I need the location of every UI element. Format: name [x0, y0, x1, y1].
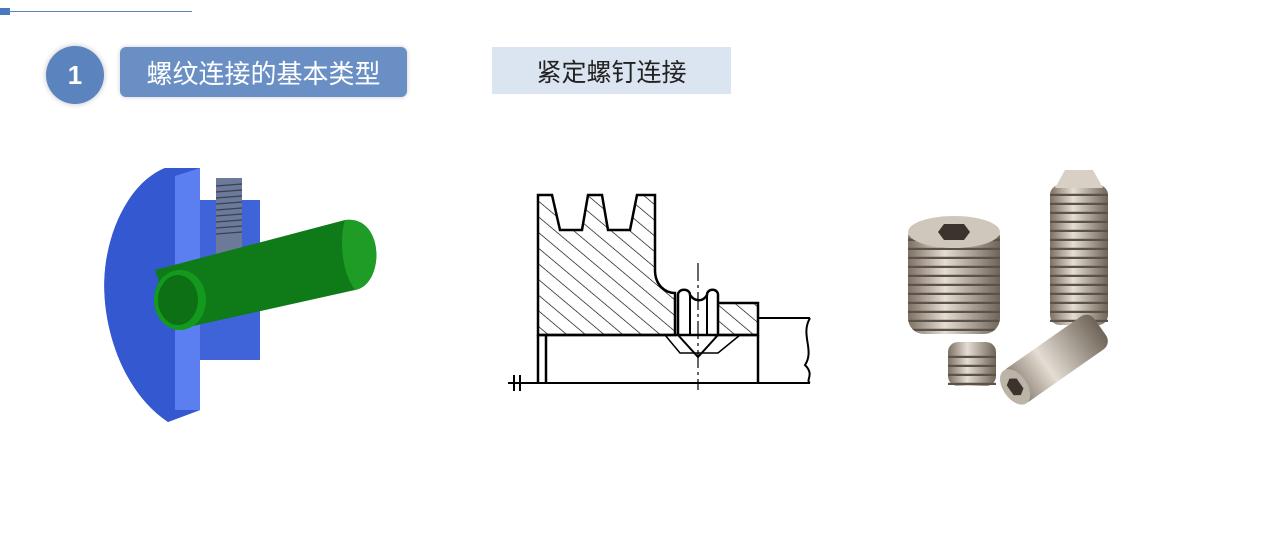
header-underline: [8, 11, 192, 12]
header-marker: [0, 8, 10, 15]
set-screws-photo: [908, 170, 1108, 405]
technical-drawing-image: [508, 193, 811, 391]
3d-model-image: [104, 168, 377, 422]
section-number-badge: 1: [46, 46, 104, 104]
subtitle-label: 紧定螺钉连接: [492, 47, 731, 94]
section-title: 螺纹连接的基本类型: [120, 47, 407, 97]
